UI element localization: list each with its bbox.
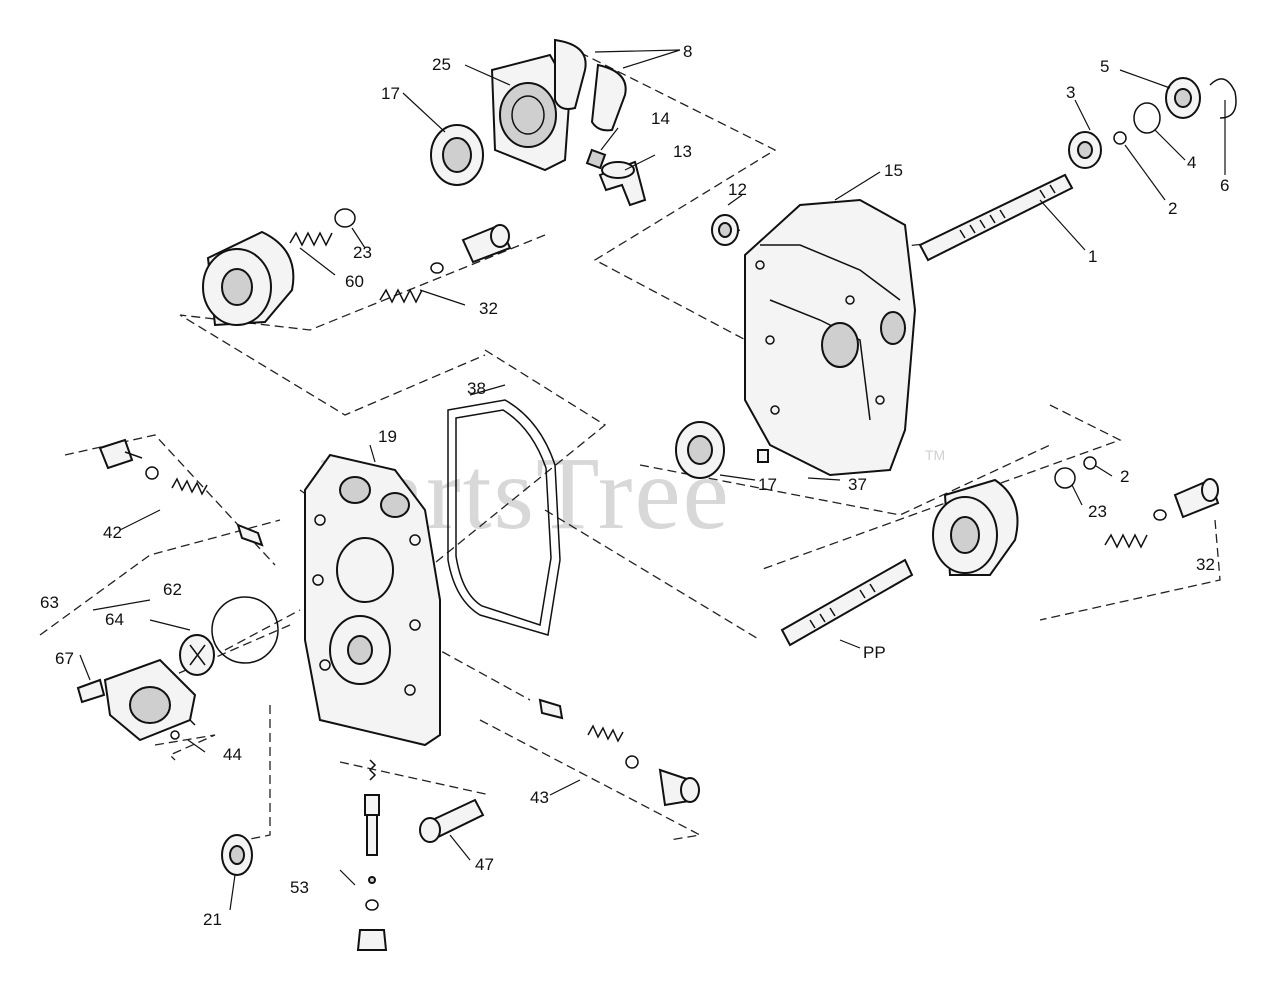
seal-21 bbox=[221, 834, 253, 876]
callout-64: 64 bbox=[105, 610, 124, 629]
callout-23-top: 23 bbox=[353, 243, 372, 262]
pump-shaft-pp bbox=[780, 558, 914, 647]
bypass-valve-43 bbox=[538, 698, 700, 807]
gasket-38 bbox=[447, 399, 561, 636]
callout-2-right: 2 bbox=[1120, 467, 1129, 486]
callout-21: 21 bbox=[203, 910, 222, 929]
callout-62: 62 bbox=[163, 580, 182, 599]
callout-25: 25 bbox=[432, 55, 451, 74]
callout-pp: PP bbox=[863, 643, 886, 662]
trunnion-housing-25 bbox=[490, 53, 572, 172]
screw-67 bbox=[76, 678, 106, 704]
callout-labels: 8 25 17 14 13 12 15 1 3 5 4 2 6 23 60 32… bbox=[40, 42, 1229, 929]
seal-ring-17-top bbox=[430, 124, 484, 186]
callout-47: 47 bbox=[475, 855, 494, 874]
callout-8: 8 bbox=[683, 42, 692, 61]
washer-23-top bbox=[334, 208, 356, 228]
callout-5: 5 bbox=[1100, 57, 1109, 76]
bolt-47 bbox=[419, 798, 485, 843]
washer-23-right bbox=[1054, 467, 1076, 489]
pump-cylinder-block bbox=[202, 230, 295, 327]
motor-shaft-1 bbox=[918, 173, 1074, 262]
callout-42: 42 bbox=[103, 523, 122, 542]
callout-38: 38 bbox=[467, 379, 486, 398]
callout-6: 6 bbox=[1220, 176, 1229, 195]
seal-ring-17-mid bbox=[675, 421, 725, 479]
pin-37 bbox=[757, 449, 769, 463]
charge-pump-64 bbox=[179, 634, 215, 676]
callout-17-mid: 17 bbox=[758, 475, 777, 494]
callout-37: 37 bbox=[848, 475, 867, 494]
thrust-plate-8b bbox=[590, 63, 627, 132]
spring-60 bbox=[289, 231, 333, 247]
callout-14: 14 bbox=[651, 109, 670, 128]
center-section-19 bbox=[304, 453, 441, 747]
leader-lines bbox=[79, 49, 1226, 911]
callout-63: 63 bbox=[40, 593, 59, 612]
callout-3: 3 bbox=[1066, 83, 1075, 102]
main-housing-15 bbox=[744, 198, 917, 477]
block-14 bbox=[585, 148, 607, 170]
sleeve-32-top bbox=[461, 223, 512, 264]
callout-67: 67 bbox=[55, 649, 74, 668]
oring-2-top bbox=[1113, 131, 1127, 145]
bearing-3 bbox=[1068, 131, 1102, 169]
callout-60: 60 bbox=[345, 272, 364, 291]
retaining-ring-6 bbox=[1209, 78, 1237, 119]
callout-44: 44 bbox=[223, 745, 242, 764]
check-spring-32-top bbox=[379, 262, 444, 304]
callout-13: 13 bbox=[673, 142, 692, 161]
callout-12: 12 bbox=[728, 180, 747, 199]
motor-cylinder-block bbox=[932, 478, 1019, 576]
callout-19: 19 bbox=[378, 427, 397, 446]
charge-cover bbox=[103, 658, 197, 742]
watermark-tm: TM bbox=[925, 447, 945, 463]
control-shaft-13 bbox=[598, 160, 647, 207]
callout-23-right: 23 bbox=[1088, 502, 1107, 521]
callout-53: 53 bbox=[290, 878, 309, 897]
assembly-outlines bbox=[39, 39, 1221, 841]
callout-2-top: 2 bbox=[1168, 199, 1177, 218]
oring-2-right bbox=[1083, 456, 1097, 470]
valve-stack-53 bbox=[356, 759, 388, 951]
callout-32-right: 32 bbox=[1196, 555, 1215, 574]
callout-32-top: 32 bbox=[479, 299, 498, 318]
callout-15: 15 bbox=[884, 161, 903, 180]
callout-1: 1 bbox=[1088, 247, 1097, 266]
oring-62 bbox=[211, 596, 279, 664]
thrust-plate-8a bbox=[554, 38, 587, 110]
washer-4 bbox=[1133, 102, 1161, 134]
sleeve-32-right bbox=[1173, 478, 1220, 519]
callout-4: 4 bbox=[1187, 153, 1196, 172]
relief-plug-42 bbox=[98, 438, 264, 547]
callout-17-top: 17 bbox=[381, 84, 400, 103]
seal-5 bbox=[1165, 77, 1201, 119]
seal-12 bbox=[711, 214, 739, 246]
check-spring-32-right bbox=[1104, 509, 1167, 549]
callout-43: 43 bbox=[530, 788, 549, 807]
spring-44 bbox=[170, 719, 196, 740]
